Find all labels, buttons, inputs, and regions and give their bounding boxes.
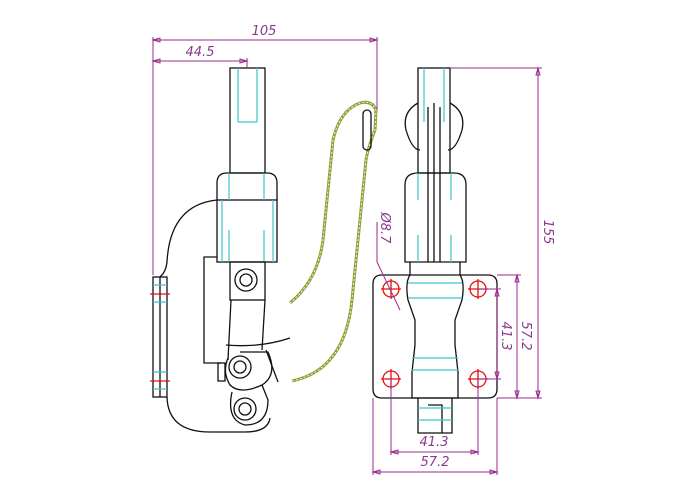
front-body bbox=[406, 262, 464, 399]
plunger-tip bbox=[417, 398, 453, 434]
frame-arc bbox=[159, 199, 218, 278]
dim-57-2-vertical: 57.2 bbox=[518, 322, 533, 351]
dim-hole-diameter: Ø8.7 bbox=[377, 212, 392, 245]
link-block bbox=[229, 261, 266, 301]
rod-guide-body bbox=[216, 199, 278, 263]
dim-57-2-horizontal: 57.2 bbox=[421, 455, 450, 470]
link-arm bbox=[227, 299, 266, 361]
front-guide bbox=[404, 172, 467, 263]
pivot-1 bbox=[234, 268, 258, 292]
ball-joint bbox=[404, 102, 464, 151]
dim-41-3-vertical: 41.3 bbox=[498, 322, 513, 351]
dim-41-3-horizontal: 41.3 bbox=[420, 435, 449, 450]
base-plate bbox=[372, 274, 498, 399]
pivot-2 bbox=[228, 355, 252, 379]
dimensions: 105 44.5 155 57.2 41.3 41.3 57.2 Ø8.7 bbox=[151, 24, 555, 475]
pivot-3 bbox=[233, 397, 257, 421]
dim-44-5: 44.5 bbox=[186, 45, 215, 60]
frame-bottom bbox=[166, 396, 271, 433]
flange-hole-lines bbox=[150, 293, 170, 382]
side-view bbox=[150, 67, 378, 433]
body-plate bbox=[203, 256, 221, 364]
rod-thread-lines bbox=[237, 68, 258, 123]
dim-105: 105 bbox=[252, 24, 277, 39]
guide-centerlines bbox=[221, 173, 274, 262]
mount-holes bbox=[381, 279, 488, 389]
plunger-rod bbox=[229, 67, 266, 174]
dim-155: 155 bbox=[540, 220, 555, 245]
front-view bbox=[372, 67, 498, 434]
rod-guide-top bbox=[216, 172, 278, 200]
